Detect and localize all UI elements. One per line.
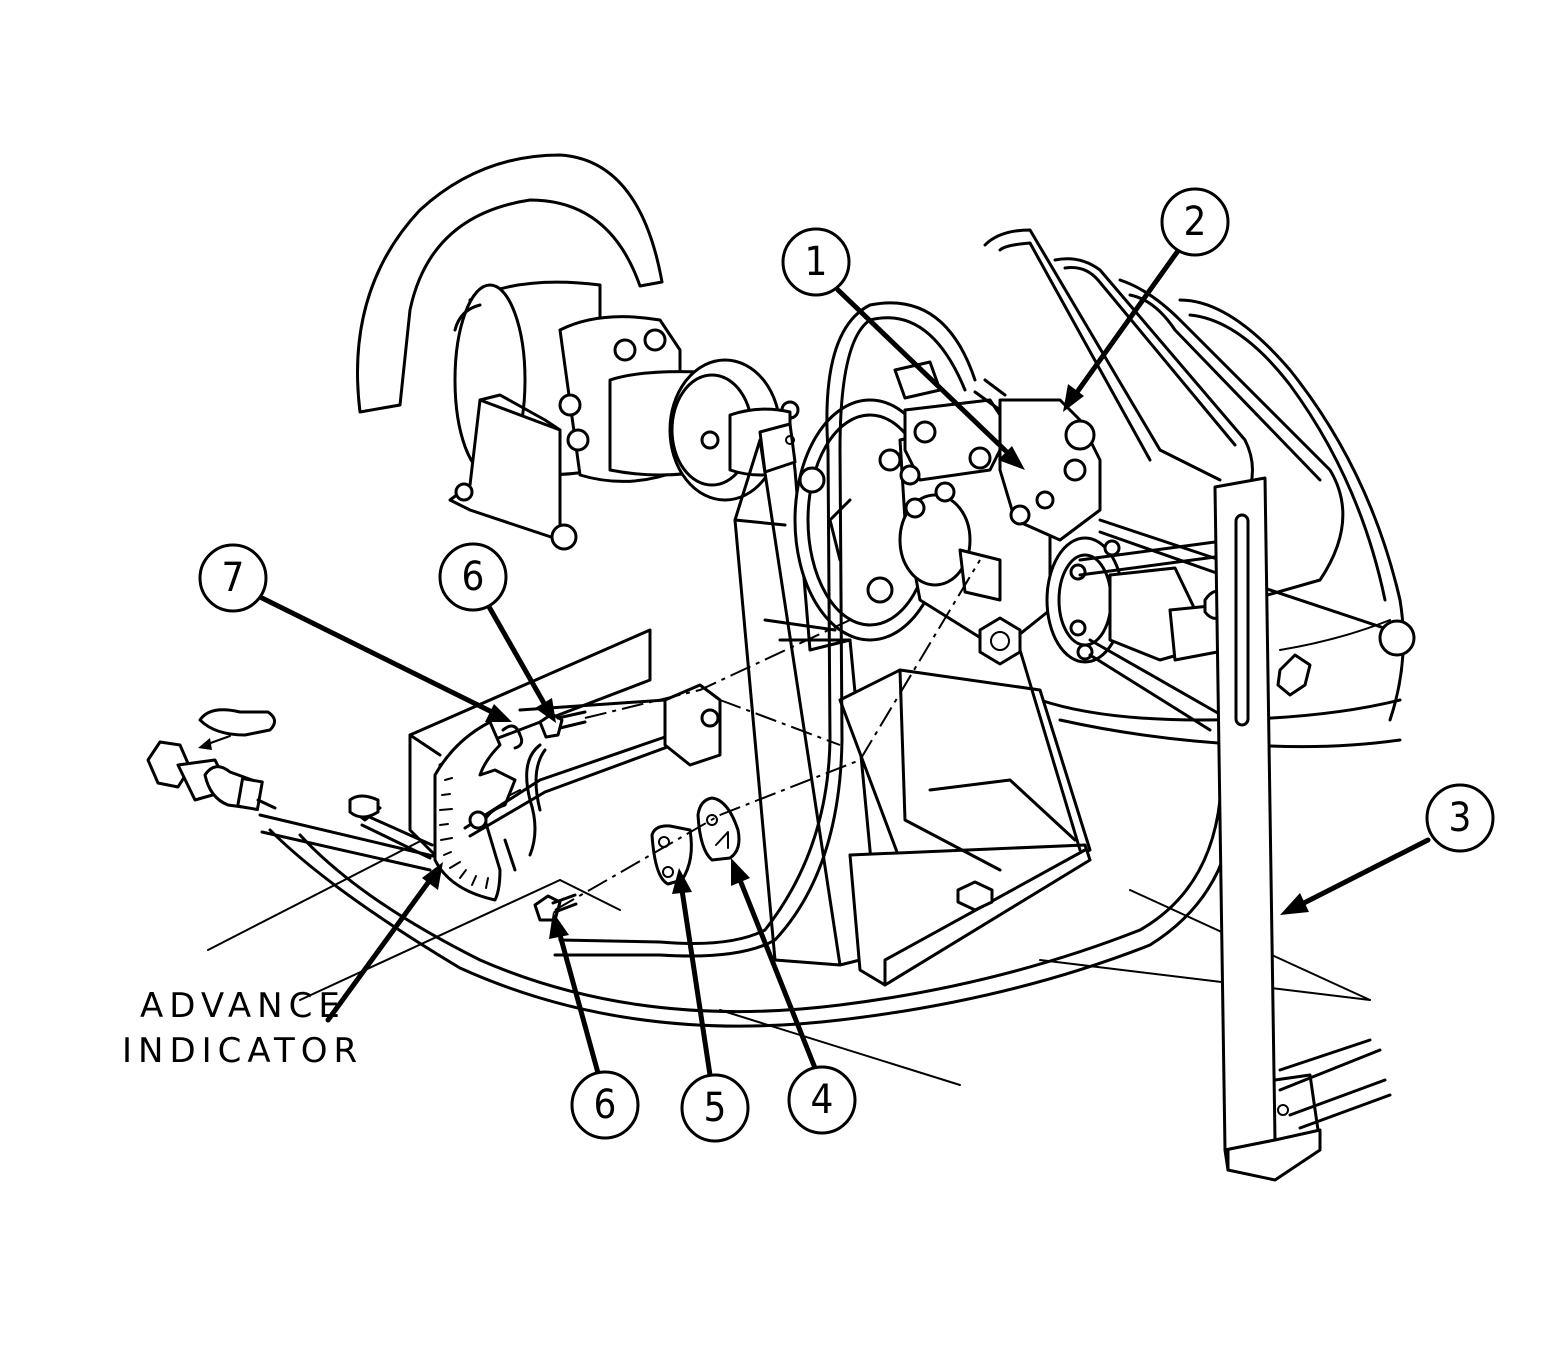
- callout-6-upper: 6: [438, 542, 508, 612]
- callout-5: 5: [680, 1073, 750, 1143]
- callout-4: 4: [787, 1065, 857, 1135]
- callout-6-lower-number: 6: [594, 1082, 617, 1128]
- callout-7-number: 7: [222, 555, 245, 601]
- callout-4-number: 4: [811, 1077, 834, 1123]
- callout-6-upper-number: 6: [462, 554, 485, 600]
- callout-1-number: 1: [805, 239, 828, 285]
- support-bracket: [1213, 476, 1392, 1182]
- callout-3: 3: [1425, 783, 1495, 853]
- motor-assembly: [356, 153, 800, 551]
- pump-assembly: [893, 360, 1102, 666]
- hose-fitting: [146, 708, 277, 812]
- leader-lines: [259, 245, 1431, 1078]
- explode-center-lines: [554, 559, 981, 911]
- callout-2: 2: [1160, 187, 1230, 257]
- plate-part: [650, 824, 693, 886]
- pedestal-stand: [733, 422, 1092, 987]
- advance-label-line2: INDICATOR: [122, 1031, 363, 1071]
- callout-5-number: 5: [704, 1085, 727, 1131]
- callout-3-number: 3: [1449, 795, 1472, 841]
- advance-indicator-label: ADVANCE INDICATOR: [122, 986, 363, 1071]
- callout-1: 1: [781, 227, 851, 297]
- lock-wire-part: [501, 724, 524, 750]
- advance-label-line1: ADVANCE: [140, 986, 346, 1026]
- gasket-part: [696, 796, 741, 862]
- callout-7: 7: [198, 543, 268, 613]
- advance-indicator: [433, 683, 722, 902]
- callout-2-number: 2: [1184, 199, 1207, 245]
- callout-6-lower: 6: [570, 1070, 640, 1140]
